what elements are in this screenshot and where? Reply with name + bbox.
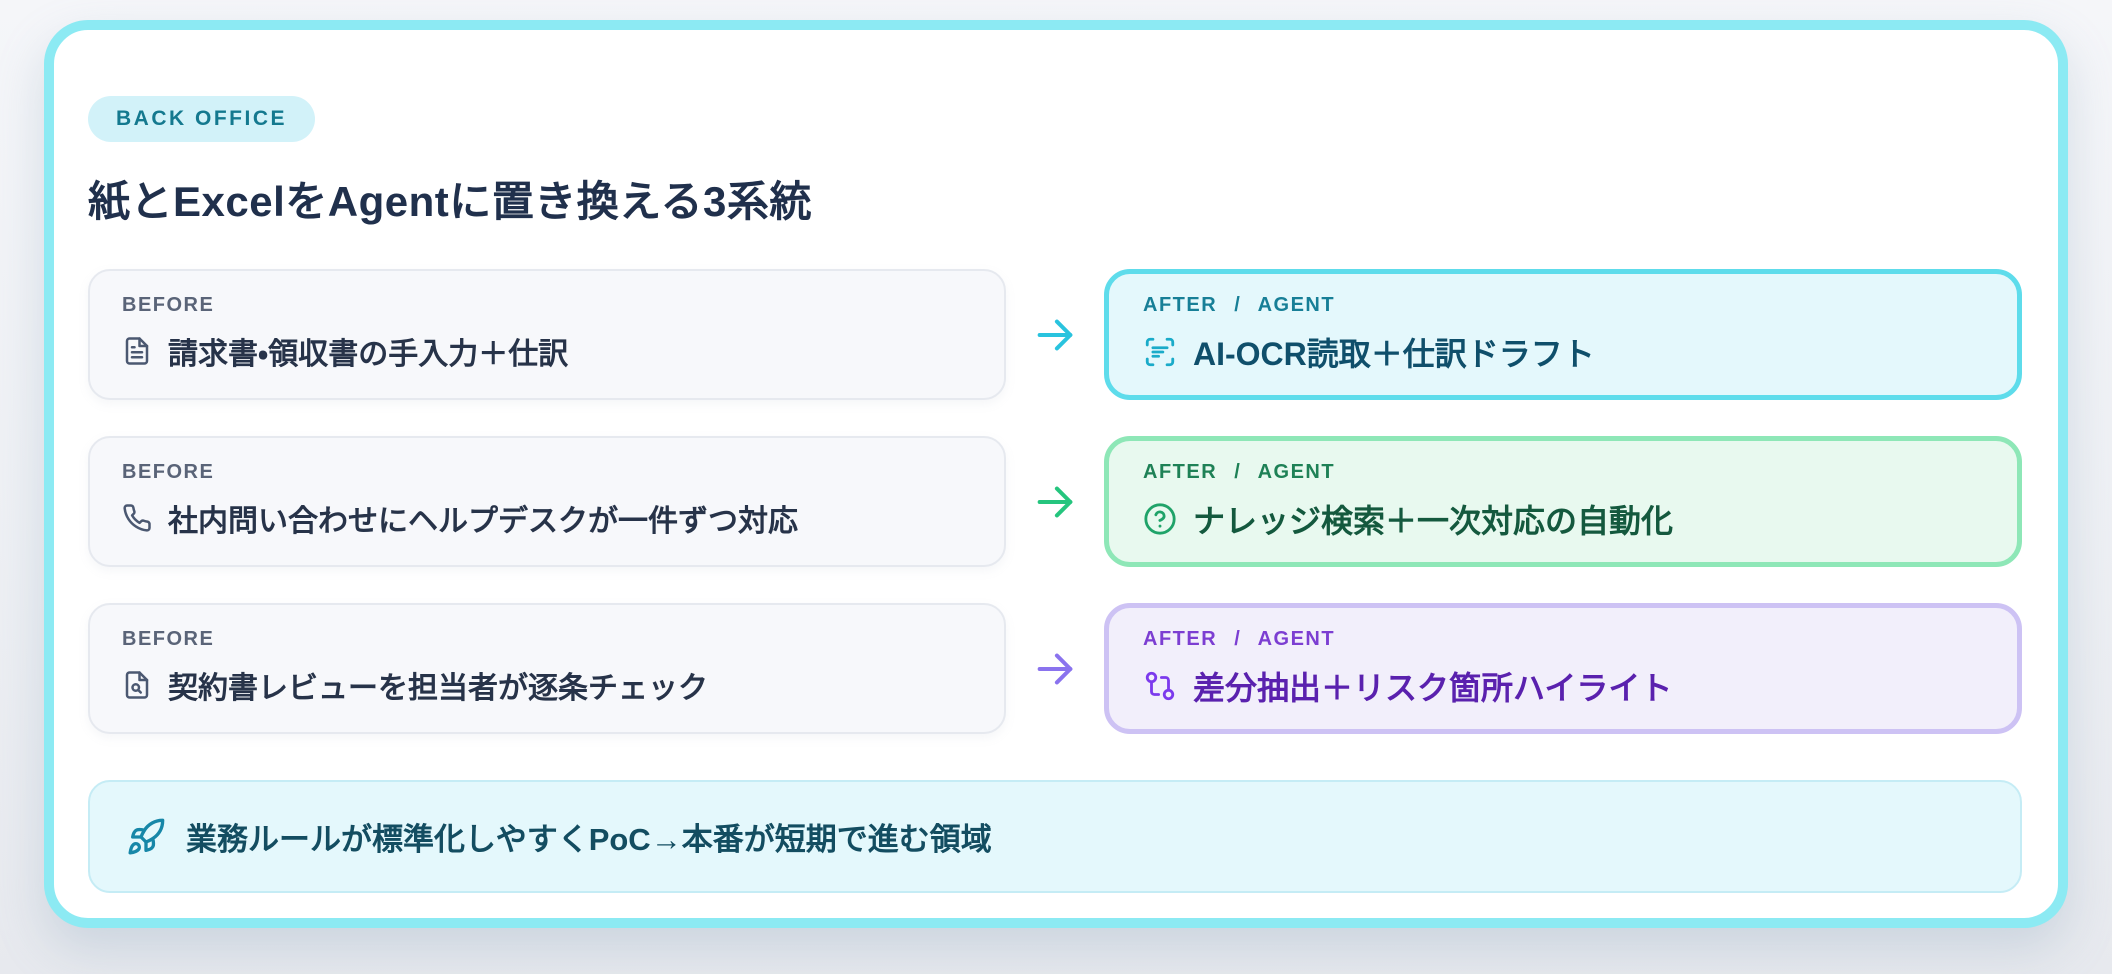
help-circle-icon — [1143, 502, 1177, 536]
before-card: BEFORE 社内問い合わせにヘルプデスクが一件ずつ対応 — [88, 436, 1006, 567]
transformation-rows: BEFORE 請求書・領収書の手入力＋仕訳 AFTER / AGENT AI — [88, 269, 2022, 734]
scan-text-icon — [1143, 335, 1177, 369]
phone-icon — [122, 503, 152, 533]
before-text: 契約書レビューを担当者が逐条チェック — [168, 672, 708, 705]
before-text: 請求書・領収書の手入力＋仕訳 — [168, 338, 569, 371]
before-card: BEFORE 契約書レビューを担当者が逐条チェック — [88, 603, 1006, 734]
before-text: 社内問い合わせにヘルプデスクが一件ずつ対応 — [168, 505, 798, 538]
after-label: AFTER / AGENT — [1143, 628, 1336, 650]
page-title: 紙とExcelをAgentに置き換える3系統 — [88, 178, 812, 225]
file-text-icon — [122, 336, 152, 366]
after-text: AI-OCR読取＋仕訳ドラフト — [1193, 336, 1595, 372]
row-invoice: BEFORE 請求書・領収書の手入力＋仕訳 AFTER / AGENT AI — [88, 269, 2022, 400]
arrow-right-icon — [1006, 269, 1104, 400]
rocket-icon — [126, 817, 166, 857]
git-compare-icon — [1143, 669, 1177, 703]
after-card: AFTER / AGENT 差分抽出＋リスク箇所ハイライト — [1104, 603, 2022, 734]
before-label: BEFORE — [122, 628, 215, 650]
row-helpdesk: BEFORE 社内問い合わせにヘルプデスクが一件ずつ対応 AFTER / AGE… — [88, 436, 2022, 567]
slide-card: BACK OFFICE 紙とExcelをAgentに置き換える3系統 BEFOR… — [44, 20, 2068, 928]
category-badge: BACK OFFICE — [88, 96, 315, 142]
file-search-icon — [122, 670, 152, 700]
arrow-right-icon — [1006, 603, 1104, 734]
after-text: 差分抽出＋リスク箇所ハイライト — [1193, 670, 1673, 706]
after-text: ナレッジ検索＋一次対応の自動化 — [1193, 503, 1674, 539]
footer-note-text: 業務ルールが標準化しやすくPoC→本番が短期で進む領域 — [186, 822, 992, 857]
after-card: AFTER / AGENT AI-OCR読取＋仕訳ドラフト — [1104, 269, 2022, 400]
before-card: BEFORE 請求書・領収書の手入力＋仕訳 — [88, 269, 1006, 400]
arrow-right-icon — [1006, 436, 1104, 567]
before-label: BEFORE — [122, 461, 215, 483]
after-card: AFTER / AGENT ナレッジ検索＋一次対応の自動化 — [1104, 436, 2022, 567]
row-contract: BEFORE 契約書レビューを担当者が逐条チェック AFTER / AGENT — [88, 603, 2022, 734]
after-label: AFTER / AGENT — [1143, 294, 1336, 316]
footer-note: 業務ルールが標準化しやすくPoC→本番が短期で進む領域 — [88, 780, 2022, 893]
after-label: AFTER / AGENT — [1143, 461, 1336, 483]
before-label: BEFORE — [122, 294, 215, 316]
